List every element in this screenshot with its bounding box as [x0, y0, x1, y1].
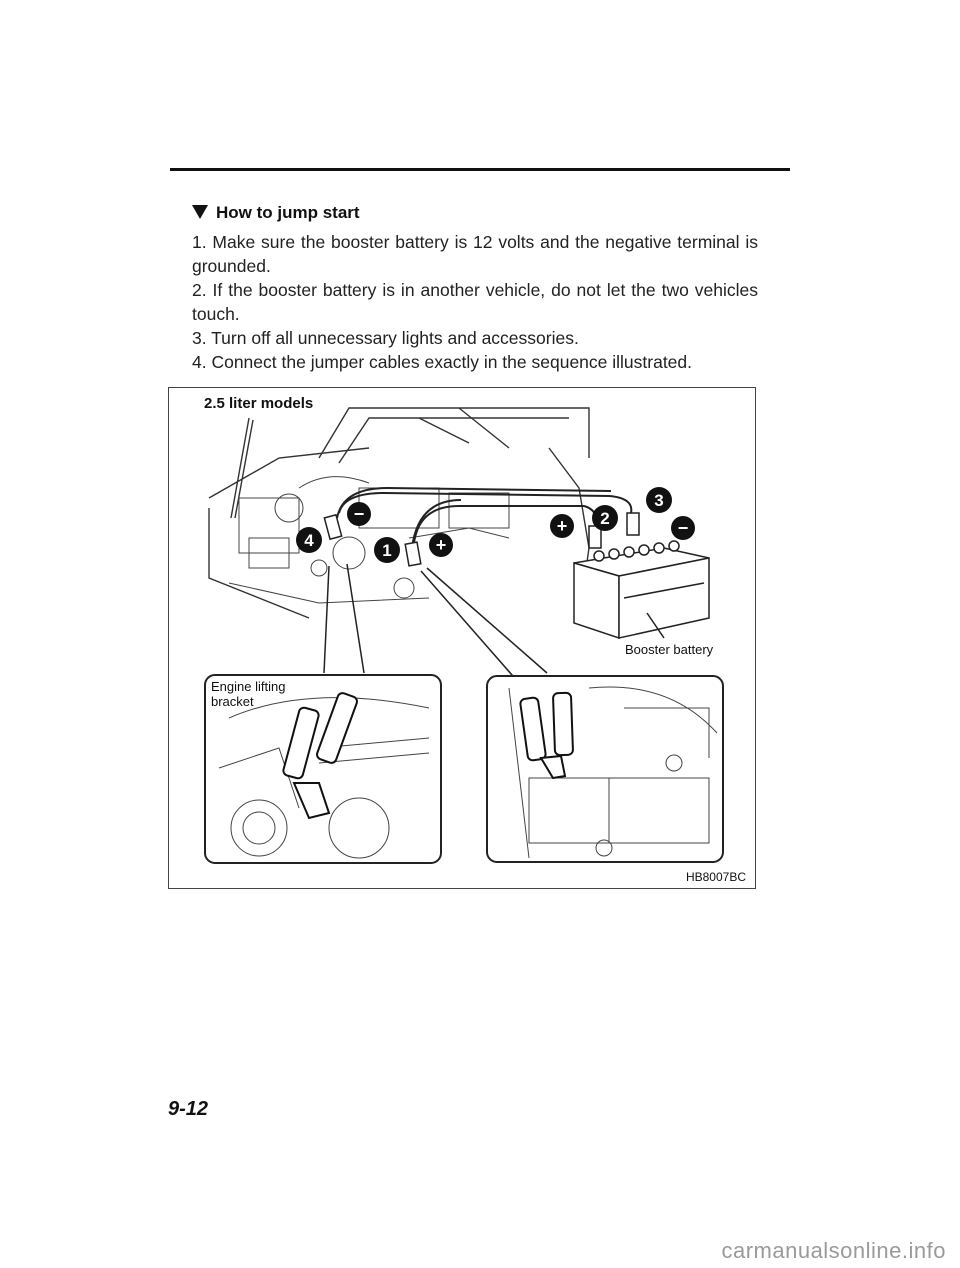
step-1: 1. Make sure the booster battery is 12 v…: [192, 232, 758, 276]
minus-badge-battery: −: [671, 516, 695, 540]
figure-code: HB8007BC: [685, 870, 746, 884]
zoom-callout-lines: [323, 563, 548, 684]
inset-engine-bracket: [204, 674, 442, 864]
cable-clamps: [323, 512, 640, 567]
page-number: 9-12: [168, 1098, 209, 1120]
booster-battery: [573, 540, 710, 640]
badge-1: 1: [374, 537, 400, 563]
car-body-outline: [208, 407, 590, 619]
section-title-text: How to jump start: [216, 203, 360, 222]
engine-lifting-label-line2: bracket: [211, 694, 254, 709]
svg-text:2: 2: [600, 509, 609, 528]
footer-watermark: carmanualsonline.info: [721, 1238, 946, 1263]
badge-2: 2: [592, 505, 618, 531]
svg-text:+: +: [557, 516, 568, 536]
booster-battery-label: Booster battery: [625, 642, 714, 657]
step-3: 3. Turn off all unnecessary lights and a…: [192, 328, 579, 348]
figure-caption: 2.5 liter models: [204, 395, 314, 412]
minus-badge-engine: −: [347, 502, 371, 526]
badge-3: 3: [646, 487, 672, 513]
instruction-steps: 1. Make sure the booster battery is 12 v…: [192, 230, 758, 374]
svg-text:4: 4: [304, 531, 314, 550]
top-rule: [170, 168, 790, 171]
svg-text:3: 3: [654, 491, 663, 510]
svg-text:1: 1: [382, 541, 391, 560]
section-heading: How to jump start: [192, 203, 360, 223]
engine-lifting-label-line1: Engine lifting: [211, 679, 285, 694]
inset-positive-terminal: [486, 675, 724, 863]
engine-bay: [228, 476, 510, 604]
svg-text:−: −: [678, 518, 689, 538]
badge-4: 4: [296, 527, 322, 553]
svg-text:+: +: [436, 535, 447, 555]
illustration-svg: Booster battery 4 1 2 3 + + −: [204, 407, 724, 864]
svg-text:−: −: [354, 504, 365, 524]
plus-badge-engine: +: [429, 533, 453, 557]
step-4: 4. Connect the jumper cables exactly in …: [192, 352, 693, 372]
triangle-bullet-icon: [192, 205, 208, 219]
step-2: 2. If the booster battery is in another …: [192, 280, 758, 324]
jump-start-illustration: Booster battery 4 1 2 3 + + −: [168, 387, 756, 889]
plus-badge-battery: +: [550, 514, 574, 538]
